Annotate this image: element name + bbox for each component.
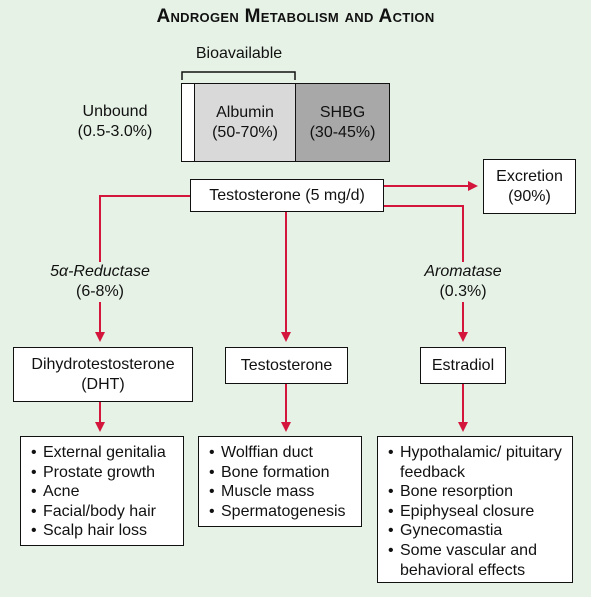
effect-item: Muscle mass xyxy=(209,482,355,502)
dht-box: Dihydrotestosterone (DHT) xyxy=(13,347,193,402)
bioavailable-bracket xyxy=(181,71,296,80)
unbound-label: Unbound (0.5-3.0%) xyxy=(62,102,168,142)
testosterone-effects-list: Wolffian duct Bone formation Muscle mass… xyxy=(199,437,361,527)
testosterone-box: Testosterone xyxy=(225,347,348,384)
excretion-label: Excretion xyxy=(496,167,563,185)
estradiol-label: Estradiol xyxy=(431,356,495,374)
diagram-title: Androgen Metabolism and Action xyxy=(156,6,435,27)
effect-item: Prostate growth xyxy=(31,463,177,483)
aromatase-label: Aromatase (0.3%) xyxy=(408,262,518,302)
estradiol-effects-list: Hypothalamic/ pituitary feedback Bone re… xyxy=(378,437,572,586)
estradiol-box: Estradiol xyxy=(420,347,506,384)
dht-effects-list: External genitalia Prostate growth Acne … xyxy=(21,437,183,547)
excretion-value: (90%) xyxy=(508,187,551,205)
effect-item: Acne xyxy=(31,482,177,502)
reductase-value: (6-8%) xyxy=(75,283,124,300)
testosterone-source-box: Testosterone (5 mg/d) xyxy=(190,179,384,212)
effect-item: Scalp hair loss xyxy=(31,521,177,541)
dht-abbrev: (DHT) xyxy=(81,375,125,393)
unbound-segment xyxy=(181,83,195,162)
effect-item: Hypothalamic/ pituitary feedback xyxy=(388,443,566,482)
aromatase-value: (0.3%) xyxy=(439,283,487,300)
effect-item: Bone resorption xyxy=(388,482,566,502)
estradiol-effects-box: Hypothalamic/ pituitary feedback Bone re… xyxy=(377,436,573,583)
effect-item: Epiphyseal closure xyxy=(388,502,566,522)
reductase-label: 5α-Reductase (6-8%) xyxy=(30,262,170,302)
effect-item: Facial/body hair xyxy=(31,502,177,522)
effect-item: Wolffian duct xyxy=(209,443,355,463)
effect-item: External genitalia xyxy=(31,443,177,463)
excretion-box: Excretion (90%) xyxy=(483,159,576,214)
dht-effects-box: External genitalia Prostate growth Acne … xyxy=(20,436,184,546)
dht-name: Dihydrotestosterone xyxy=(31,355,175,373)
unbound-name: Unbound xyxy=(82,103,148,120)
effect-item: Gynecomastia xyxy=(388,521,566,541)
testosterone-effects-box: Wolffian duct Bone formation Muscle mass… xyxy=(198,436,362,527)
albumin-value: (50-70%) xyxy=(212,123,278,141)
bioavailable-label: Bioavailable xyxy=(195,45,283,62)
shbg-segment: SHBG (30-45%) xyxy=(295,83,390,162)
reductase-name: 5α-Reductase xyxy=(50,263,150,280)
albumin-label: Albumin xyxy=(216,103,274,121)
effect-item: Some vascular and behavioral effects xyxy=(388,541,566,580)
shbg-label: SHBG xyxy=(319,103,366,121)
aromatase-name: Aromatase xyxy=(424,263,502,280)
unbound-value: (0.5-3.0%) xyxy=(77,123,153,140)
testosterone-source-label: Testosterone (5 mg/d) xyxy=(209,186,365,204)
testosterone-label: Testosterone xyxy=(240,356,333,374)
albumin-segment: Albumin (50-70%) xyxy=(194,83,296,162)
effect-item: Spermatogenesis xyxy=(209,502,355,522)
shbg-value: (30-45%) xyxy=(309,123,376,141)
effect-item: Bone formation xyxy=(209,463,355,483)
